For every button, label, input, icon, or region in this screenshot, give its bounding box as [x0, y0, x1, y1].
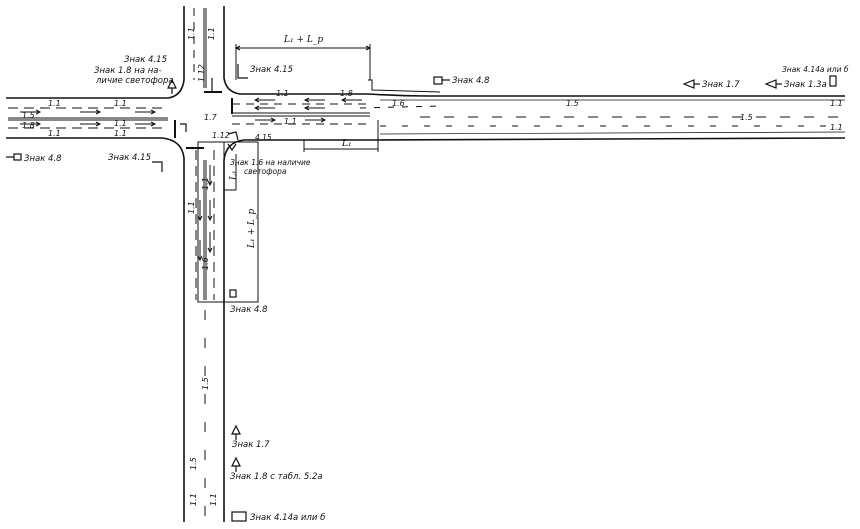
- label-sign-4-15-small: 4.15: [255, 133, 272, 142]
- marking-label: 1.1: [189, 493, 198, 506]
- dimension-right: L₁: [341, 139, 352, 149]
- marking-label: 1.5: [22, 111, 35, 120]
- lane-arrows-left: [20, 109, 157, 127]
- sign-4-8-top-symbol: [433, 76, 443, 85]
- marking-label: 1.7: [204, 113, 218, 122]
- label-sign-1-8-bottom: Знак 1.8 с табл. 5.2а: [230, 472, 323, 482]
- label-sign-1-3a-right: Знак 1.3а: [784, 80, 827, 90]
- marking-label: 1.1: [830, 123, 843, 132]
- marking-label: 1.1: [114, 99, 127, 108]
- sign-4-14-bottom-symbol: [231, 511, 247, 522]
- dimension-small-vertical: L₁: [229, 170, 239, 181]
- label-sign-4-8-top: Знак 4.8: [452, 76, 490, 86]
- marking-label: 1.1: [830, 99, 843, 108]
- label-sign-1-7-right: Знак 1.7: [702, 80, 740, 90]
- marking-label: 1.1: [187, 201, 196, 214]
- sign-1-3a-right-symbol: [764, 79, 777, 89]
- vertical-road-lane-lines: [193, 8, 215, 520]
- main-road-lane-lines: [8, 103, 845, 129]
- label-sign-4-14-right: Знак 4.14а или б: [782, 65, 849, 74]
- sign-4-8-left-symbol: [13, 153, 22, 161]
- marking-label: 1.1: [187, 27, 196, 40]
- dimension-vertical: L₁ + L_р: [247, 209, 257, 249]
- sign-4-15-left-symbol: [152, 161, 163, 172]
- marking-label: 1.6: [392, 99, 405, 108]
- marking-label: 1.5: [201, 377, 210, 390]
- label-sign-4-14-bottom: Знак 4.14а или б: [250, 513, 325, 523]
- marking-label: 1.1: [284, 117, 297, 126]
- marking-label: 1.12: [212, 131, 230, 140]
- marking-label: 1.8: [22, 121, 35, 130]
- label-sign-4-15-left: Знак 4.15: [108, 153, 151, 163]
- marking-label: 1.1: [201, 177, 210, 190]
- sign-symbols: [6, 64, 837, 522]
- label-sign-4-15-top-left: Знак 4.15: [124, 55, 167, 65]
- label-sign-1-7-bottom: Знак 1.7: [232, 440, 270, 450]
- sign-1-8-bottom-symbol: [231, 456, 241, 467]
- marking-label: 1.1: [276, 89, 289, 98]
- sign-4-8-mid-symbol: [229, 289, 237, 298]
- lane-arrows-vertical: [197, 165, 213, 262]
- sign-4-14-right-symbol: [829, 75, 837, 87]
- marking-label: 1.1: [207, 27, 216, 40]
- label-sign-4-8-left: Знак 4.8: [24, 154, 62, 164]
- marking-label: 1.1: [209, 493, 218, 506]
- marking-label: 1.1: [48, 99, 61, 108]
- label-sign-4-15-near: Знак 4.15: [250, 65, 293, 75]
- corner-islands: [180, 78, 239, 141]
- marking-label: 1.1: [114, 129, 127, 138]
- label-sign-4-8-mid: Знак 4.8: [230, 305, 268, 315]
- sign-1-7-bottom-symbol: [231, 424, 241, 435]
- marking-label: 1.5: [189, 457, 198, 470]
- sign-1-7-right-symbol: [682, 79, 695, 89]
- label-sign-1-6-line2: светофора: [244, 167, 287, 176]
- label-sign-1-8-line1: Знак 1.8 на на-: [94, 66, 162, 76]
- label-sign-1-8-line2: личие светофора: [95, 76, 174, 86]
- marking-label: 1.1: [114, 119, 127, 128]
- sign-1-6-symbol: [227, 143, 237, 152]
- marking-label: 1.8: [340, 89, 353, 98]
- marking-label: 1.5: [566, 99, 579, 108]
- marking-label: 1.5: [740, 113, 753, 122]
- dimension-top: L₁ + L_р: [283, 35, 323, 45]
- sign-4-15-top-symbol: [237, 64, 248, 79]
- marking-label: 1.12: [197, 64, 206, 82]
- dimension-frames: [197, 44, 379, 303]
- marking-label: 1.1: [48, 129, 61, 138]
- label-sign-1-6-line1: Знак 1.6 на наличие: [230, 158, 311, 167]
- marking-label: 1.6: [201, 257, 210, 270]
- lane-arrows-right: [253, 97, 362, 123]
